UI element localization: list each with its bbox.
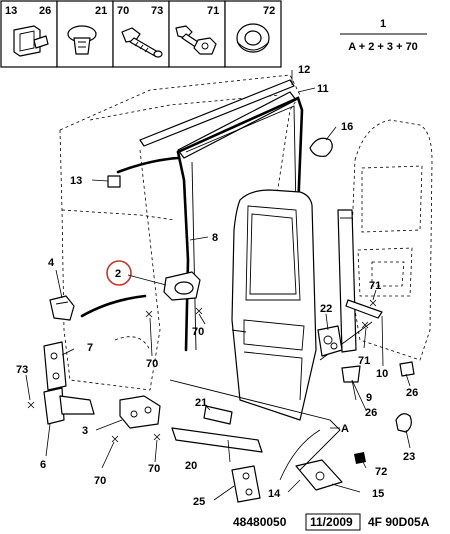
roof-seal-part (139, 79, 295, 147)
door-stop-part (49, 295, 75, 321)
bolt-nut-icon (175, 25, 217, 55)
callout-15: 15 (372, 488, 384, 500)
callout-13: 13 (70, 175, 82, 187)
callout-2: 2 (115, 268, 121, 280)
hinge-plate-part (43, 341, 67, 391)
plate-14-part (295, 459, 343, 491)
plug-13-part (107, 175, 121, 188)
legend-label-73: 73 (151, 5, 163, 17)
grommet-icon (236, 23, 270, 53)
callout-21: 21 (195, 397, 207, 409)
callout-71-b: 71 (358, 355, 370, 367)
seal-upper (116, 156, 180, 174)
footer-date: 11/2009 (310, 515, 353, 529)
callout-70-b: 70 (146, 358, 158, 370)
callouts: 12 11 16 13 8 4 2 70 71 22 7 73 70 71 9 … (16, 64, 418, 508)
footer: 48480050 11/2009 4F 90D05A (233, 513, 430, 531)
door-hinge-bar-part (337, 209, 357, 353)
callout-10: 10 (376, 368, 388, 380)
legend-label-26: 26 (39, 5, 51, 17)
floor-edge (169, 379, 341, 471)
callout-70-d: 70 (148, 463, 160, 475)
bump-stop-part (309, 137, 333, 157)
rear-door-left (231, 189, 317, 421)
footer-code: 4F 90D05A (368, 515, 430, 529)
callout-7: 7 (87, 342, 93, 354)
door-lock-part (317, 325, 343, 357)
door-handle-part (163, 271, 201, 301)
leader-lines (25, 70, 411, 501)
callout-A: A (341, 423, 349, 435)
kit-formula: A + 2 + 3 + 70 (348, 41, 418, 53)
legend-label-13: 13 (5, 5, 17, 17)
highlight-circle (106, 260, 132, 286)
callout-14: 14 (268, 488, 281, 500)
push-rivet-icon (67, 25, 97, 55)
footer-ref: 48480050 (233, 515, 287, 529)
callout-8: 8 (212, 232, 218, 244)
callout-11: 11 (317, 83, 329, 95)
legend-label-72: 72 (263, 5, 275, 17)
striker-plate-part (231, 465, 261, 503)
callout-25: 25 (193, 496, 205, 508)
callout-22: 22 (320, 303, 332, 315)
kit-label: 1 A + 2 + 3 + 70 (340, 18, 427, 53)
callout-72: 72 (375, 466, 387, 478)
sill-strip-part (171, 427, 263, 453)
callout-26-right: 26 (406, 387, 418, 399)
lower-hinge-part (119, 395, 161, 429)
callout-16: 16 (341, 121, 353, 133)
floor-curve (279, 429, 321, 481)
callout-9: 9 (366, 392, 372, 404)
kit-number: 1 (380, 18, 386, 30)
callout-6: 6 (40, 459, 46, 471)
fastener-marks (27, 299, 377, 443)
seal-curve (80, 294, 147, 318)
clip-icon (13, 25, 49, 57)
callout-12: 12 (298, 64, 310, 76)
callout-73: 73 (16, 364, 28, 376)
callout-20: 20 (185, 460, 197, 472)
grommet-72-part (354, 452, 366, 464)
callout-23: 23 (403, 451, 415, 463)
legend-label-70: 70 (117, 5, 129, 17)
callout-71: 71 (369, 280, 381, 292)
callout-70-a: 70 (192, 326, 204, 338)
screw-icon (121, 27, 163, 58)
callout-4: 4 (48, 257, 55, 269)
door-aperture-seal-part (176, 96, 304, 352)
bump-23-part (395, 413, 412, 433)
legend-label-21: 21 (95, 5, 107, 17)
legend-label-71: 71 (207, 5, 219, 17)
callout-3: 3 (82, 425, 88, 437)
retainer-26-part (341, 365, 361, 383)
rear-door-right (349, 119, 433, 361)
legend-table: 13 26 21 70 73 71 72 (0, 0, 282, 68)
trim-clip-part (203, 405, 233, 425)
callout-70-c: 70 (94, 475, 106, 487)
door-hinge-part (43, 387, 95, 425)
van-body-outline (59, 74, 301, 401)
retainer-26-right-part (399, 361, 415, 377)
callout-26-lower: 26 (365, 407, 377, 419)
